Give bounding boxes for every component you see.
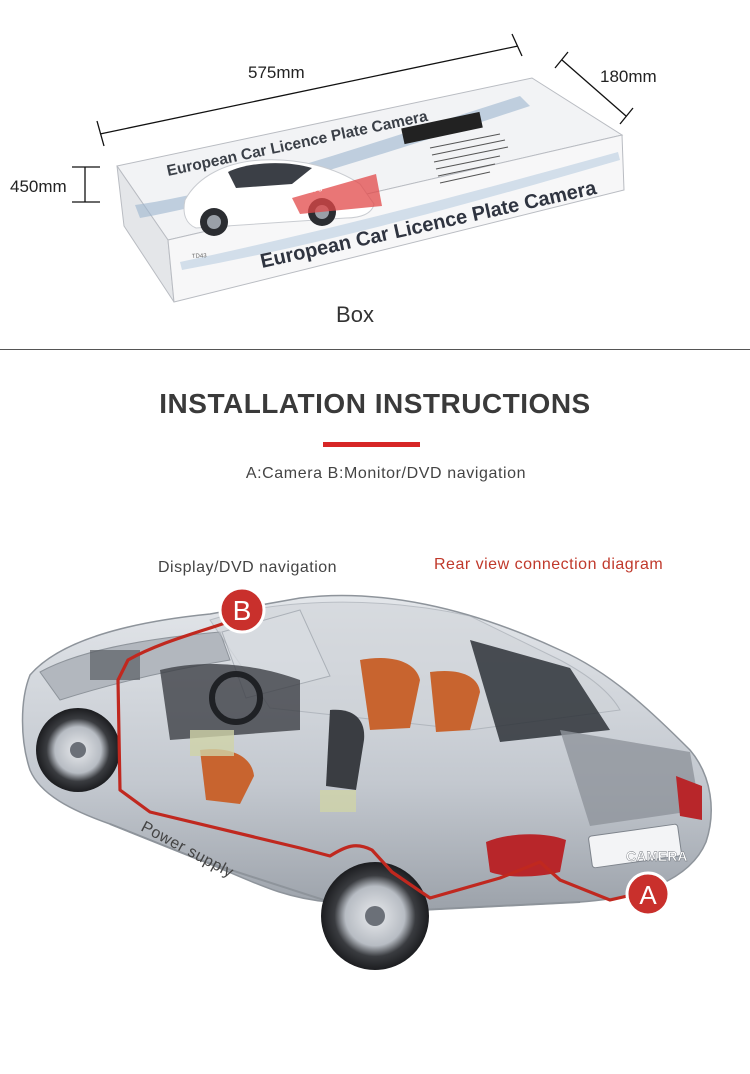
marker-a-text: A — [639, 880, 657, 910]
rear-wheel — [321, 862, 429, 970]
box-section: TD43 European Car Licence Plate Camera E… — [0, 0, 750, 350]
marker-b: B — [218, 586, 266, 634]
tail-light — [486, 834, 566, 877]
marker-a: A — [625, 871, 671, 917]
dimension-lines — [72, 33, 634, 203]
section-divider — [0, 349, 750, 350]
section-title: INSTALLATION INSTRUCTIONS — [159, 388, 591, 419]
svg-text:TD43: TD43 — [192, 253, 208, 260]
camera-angle-badge: 170° — [307, 182, 327, 195]
length-dimension-line — [99, 45, 519, 135]
box-illustration: TD43 European Car Licence Plate Camera E… — [72, 33, 634, 303]
box-caption: Box — [336, 302, 374, 327]
depth-dimension-line — [561, 59, 627, 117]
license-plate — [588, 823, 682, 869]
marker-b-text: B — [233, 595, 252, 626]
front-wheel — [36, 708, 120, 792]
title-underline — [323, 442, 420, 447]
camera-beam-graphic — [292, 174, 382, 214]
display-label: Display/DVD navigation — [158, 559, 338, 576]
diagram-label: Rear view connection diagram — [434, 556, 664, 573]
car-graphic — [183, 159, 382, 236]
length-label: 575mm — [248, 63, 305, 82]
license-plate-graphic — [401, 111, 483, 145]
legend-line: A:Camera B:Monitor/DVD navigation — [245, 465, 527, 482]
camera-label: CAMERA — [626, 848, 687, 864]
product-box: TD43 — [116, 77, 625, 303]
car-wiring-diagram: B A CAMERA Power supply — [21, 586, 712, 970]
depth-label: 180mm — [600, 67, 657, 86]
spec-text-graphic — [429, 133, 509, 184]
height-label: 450mm — [10, 177, 67, 196]
wiring-route — [116, 620, 638, 902]
car-body — [21, 594, 712, 912]
